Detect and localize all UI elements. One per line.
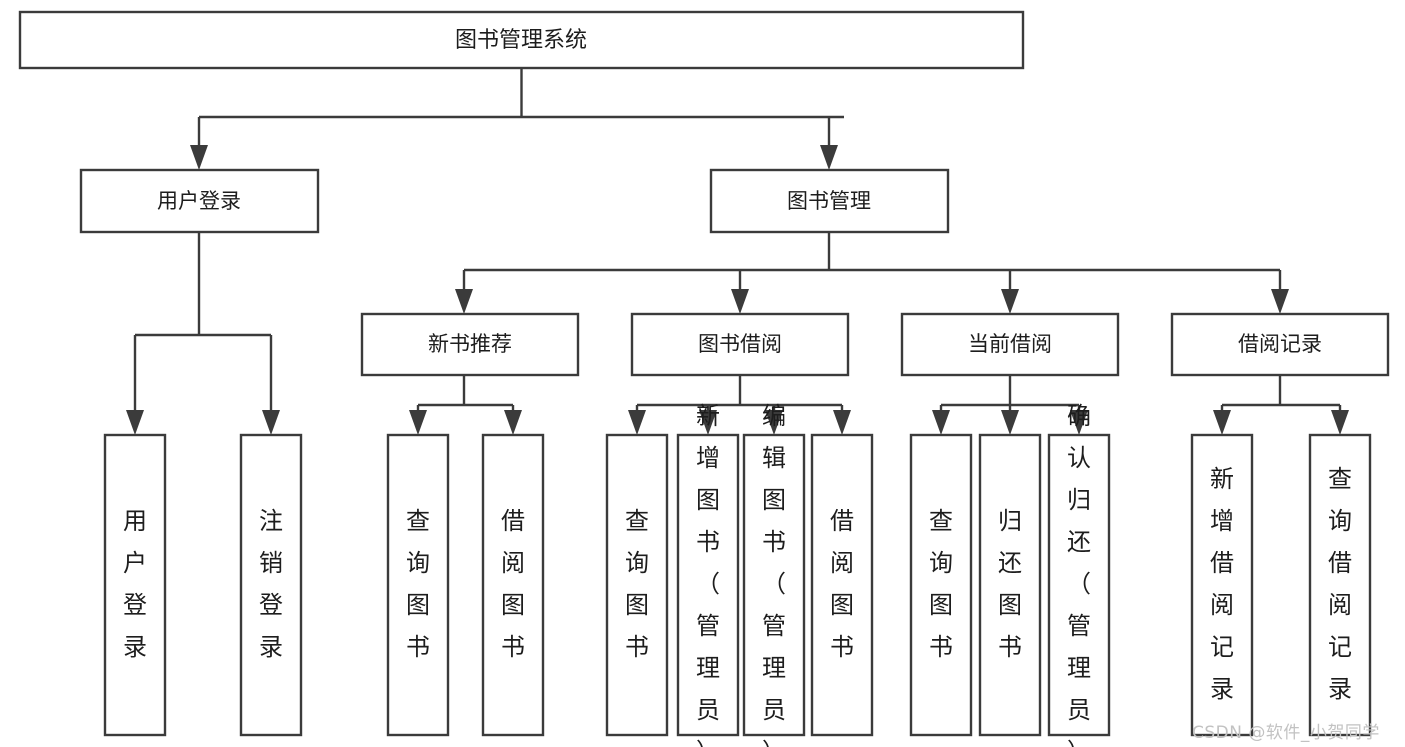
arrow-head-userlogin-leaf1 xyxy=(126,410,144,435)
leaf-currentborrow-confirm-rect xyxy=(1047,433,1111,737)
leaf-newbook-query-label: 查询图书 xyxy=(406,507,430,661)
arrow-head-borrowrecord-leaf1 xyxy=(1213,410,1231,435)
leaf-node[interactable]: 查询图书 xyxy=(605,433,669,737)
leaf-node[interactable]: 用户登录 xyxy=(103,433,167,737)
leaf-borrowrecord-query-label: 查询借阅记录 xyxy=(1328,465,1352,703)
node-borrow-record[interactable]: 借阅记录 xyxy=(1170,312,1390,377)
leaf-node[interactable]: 查询图书 xyxy=(386,433,450,737)
node-current-borrow[interactable]: 当前借阅 xyxy=(900,312,1120,377)
leaf-logout-label: 注销登录 xyxy=(259,507,283,661)
leaf-node[interactable]: 新增图书（管理员） xyxy=(676,402,740,747)
arrow-head-currentborrow-leaf1 xyxy=(932,410,950,435)
leaf-currentborrow-return-rect xyxy=(978,433,1042,737)
node-book-borrow-label: 图书借阅 xyxy=(698,332,782,356)
arrow-head-borrowrecord-leaf2 xyxy=(1331,410,1349,435)
leaf-node[interactable]: 借阅图书 xyxy=(481,433,545,737)
leaf-bookborrow-query-label: 查询图书 xyxy=(625,507,649,661)
leaf-node[interactable]: 编辑图书（管理员） xyxy=(742,402,806,747)
leaf-node[interactable]: 查询图书 xyxy=(909,433,973,737)
arrow-head-new-book xyxy=(455,289,473,314)
leaf-newbook-borrow-label: 借阅图书 xyxy=(501,507,525,661)
leaf-node[interactable]: 借阅图书 xyxy=(810,433,874,737)
node-current-borrow-rect xyxy=(900,312,1120,377)
node-user-login-label: 用户登录 xyxy=(157,189,241,213)
leaf-bookborrow-edit-label: 编辑图书（管理员） xyxy=(762,402,786,747)
arrow-head-bookborrow-leaf3 xyxy=(765,410,783,435)
leaf-bookborrow-query-rect xyxy=(605,433,669,737)
connector-group-book-borrow-leaves xyxy=(628,375,851,435)
node-book-management[interactable]: 图书管理 xyxy=(709,168,950,234)
leaf-currentborrow-query-rect xyxy=(909,433,973,737)
arrow-head-bookborrow-leaf2 xyxy=(699,410,717,435)
arrow-head-bookborrow-leaf4 xyxy=(833,410,851,435)
node-borrow-record-label: 借阅记录 xyxy=(1238,332,1322,356)
leaf-logout-rect xyxy=(239,433,303,737)
leaf-node[interactable]: 新增借阅记录 xyxy=(1190,433,1254,737)
leaf-newbook-borrow-rect xyxy=(481,433,545,737)
leaf-currentborrow-confirm-label: 确认归还（管理员） xyxy=(1067,402,1091,747)
leaf-node[interactable]: 确认归还（管理员） xyxy=(1047,402,1111,747)
leaf-newbook-query-rect xyxy=(386,433,450,737)
node-user-login-rect xyxy=(79,168,320,234)
leaf-borrowrecord-query-rect xyxy=(1308,433,1372,737)
arrow-head-newbook-leaf2 xyxy=(504,410,522,435)
arrow-head-userlogin-leaf2 xyxy=(262,410,280,435)
node-root-label: 图书管理系统 xyxy=(455,28,587,53)
leaf-node[interactable]: 注销登录 xyxy=(239,433,303,737)
arrow-head-book-manage xyxy=(820,145,838,170)
leaf-bookborrow-edit-rect xyxy=(742,433,806,737)
connector-group-root xyxy=(190,68,844,170)
arrow-head-newbook-leaf1 xyxy=(409,410,427,435)
leaf-bookborrow-add-rect xyxy=(676,433,740,737)
node-new-book-recommend-rect xyxy=(360,312,580,377)
leaf-bookborrow-add-label: 新增图书（管理员） xyxy=(696,402,720,747)
leaf-node[interactable]: 归还图书 xyxy=(978,433,1042,737)
leaf-node[interactable]: 查询借阅记录 xyxy=(1308,433,1372,737)
connector-group-borrow-record-leaves xyxy=(1213,375,1349,435)
leaf-borrowrecord-add-label: 新增借阅记录 xyxy=(1210,465,1234,703)
node-user-login[interactable]: 用户登录 xyxy=(79,168,320,234)
leaf-currentborrow-query-label: 查询图书 xyxy=(929,507,953,661)
leaf-bookborrow-borrow-label: 借阅图书 xyxy=(830,507,854,661)
arrow-head-current-borrow xyxy=(1001,289,1019,314)
node-new-book-recommend[interactable]: 新书推荐 xyxy=(360,312,580,377)
arrow-head-book-borrow xyxy=(731,289,749,314)
leaf-bookborrow-borrow-rect xyxy=(810,433,874,737)
node-root-rect xyxy=(18,10,1025,70)
node-book-borrow[interactable]: 图书借阅 xyxy=(630,312,850,377)
arrow-head-currentborrow-leaf3 xyxy=(1070,410,1088,435)
arrow-head-user-login xyxy=(190,145,208,170)
leaf-user-login-rect xyxy=(103,433,167,737)
arrow-head-currentborrow-leaf2 xyxy=(1001,410,1019,435)
leaf-currentborrow-return-label: 归还图书 xyxy=(998,507,1022,661)
leaf-borrowrecord-add-rect xyxy=(1190,433,1254,737)
arrow-head-bookborrow-leaf1 xyxy=(628,410,646,435)
connector-group-user-login-leaves xyxy=(126,232,280,435)
node-current-borrow-label: 当前借阅 xyxy=(968,332,1052,356)
connector-group-current-borrow-leaves xyxy=(932,375,1088,435)
node-book-management-label: 图书管理 xyxy=(787,189,871,213)
connector-group-new-book-leaves xyxy=(409,375,522,435)
node-new-book-recommend-label: 新书推荐 xyxy=(428,332,512,356)
connector-group-book-manage xyxy=(455,232,1289,314)
arrow-head-borrow-record xyxy=(1271,289,1289,314)
node-root-book-management-system[interactable]: 图书管理系统 xyxy=(18,10,1025,70)
leaf-user-login-label: 用户登录 xyxy=(123,507,147,661)
node-borrow-record-rect xyxy=(1170,312,1390,377)
node-book-management-rect xyxy=(709,168,950,234)
node-book-borrow-rect xyxy=(630,312,850,377)
